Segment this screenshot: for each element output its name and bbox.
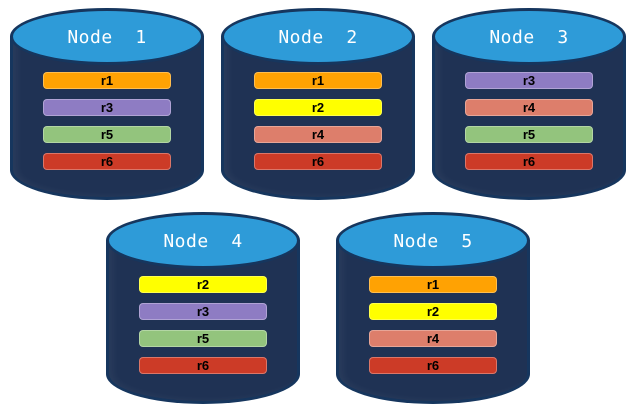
node-cylinder: Node 5 r1 r2 r4 r6 xyxy=(336,212,530,404)
node-title: Node 2 xyxy=(278,27,358,48)
cylinder-top: Node 2 xyxy=(221,8,415,65)
replica-bar: r2 xyxy=(139,276,267,293)
replica-bar: r4 xyxy=(254,126,382,143)
cylinder-top: Node 4 xyxy=(106,212,300,269)
node-cylinder: Node 3 r3 r4 r5 r6 xyxy=(432,8,626,200)
replica-list: r1 r2 r4 r6 xyxy=(336,276,530,374)
replica-bar: r1 xyxy=(369,276,497,293)
replica-bar: r6 xyxy=(369,357,497,374)
replica-bar: r1 xyxy=(43,72,171,89)
replica-list: r2 r3 r5 r6 xyxy=(106,276,300,374)
replica-bar: r6 xyxy=(465,153,593,170)
node-cylinder: Node 2 r1 r2 r4 r6 xyxy=(221,8,415,200)
node-title: Node 5 xyxy=(393,231,473,252)
node-row-top: Node 1 r1 r3 r5 r6 Node 2 r1 r2 r4 r6 Node 3 r… xyxy=(10,8,626,200)
replica-bar: r6 xyxy=(43,153,171,170)
node-title: Node 4 xyxy=(163,231,243,252)
replica-bar: r3 xyxy=(465,72,593,89)
cylinder-top: Node 1 xyxy=(10,8,204,65)
replica-bar: r2 xyxy=(369,303,497,320)
replica-bar: r4 xyxy=(465,99,593,116)
replica-list: r1 r3 r5 r6 xyxy=(10,72,204,170)
node-row-bottom: Node 4 r2 r3 r5 r6 Node 5 r1 r2 r4 r6 xyxy=(0,212,636,404)
replica-bar: r5 xyxy=(465,126,593,143)
replica-list: r1 r2 r4 r6 xyxy=(221,72,415,170)
cylinder-top: Node 3 xyxy=(432,8,626,65)
replica-bar: r6 xyxy=(254,153,382,170)
replica-bar: r5 xyxy=(139,330,267,347)
node-title: Node 1 xyxy=(67,27,147,48)
replica-bar: r3 xyxy=(139,303,267,320)
replica-bar: r1 xyxy=(254,72,382,89)
cylinder-top: Node 5 xyxy=(336,212,530,269)
node-cylinder: Node 4 r2 r3 r5 r6 xyxy=(106,212,300,404)
node-title: Node 3 xyxy=(489,27,569,48)
replica-bar: r3 xyxy=(43,99,171,116)
node-cylinder: Node 1 r1 r3 r5 r6 xyxy=(10,8,204,200)
replica-bar: r6 xyxy=(139,357,267,374)
replica-bar: r2 xyxy=(254,99,382,116)
replica-list: r3 r4 r5 r6 xyxy=(432,72,626,170)
replica-bar: r5 xyxy=(43,126,171,143)
replica-bar: r4 xyxy=(369,330,497,347)
